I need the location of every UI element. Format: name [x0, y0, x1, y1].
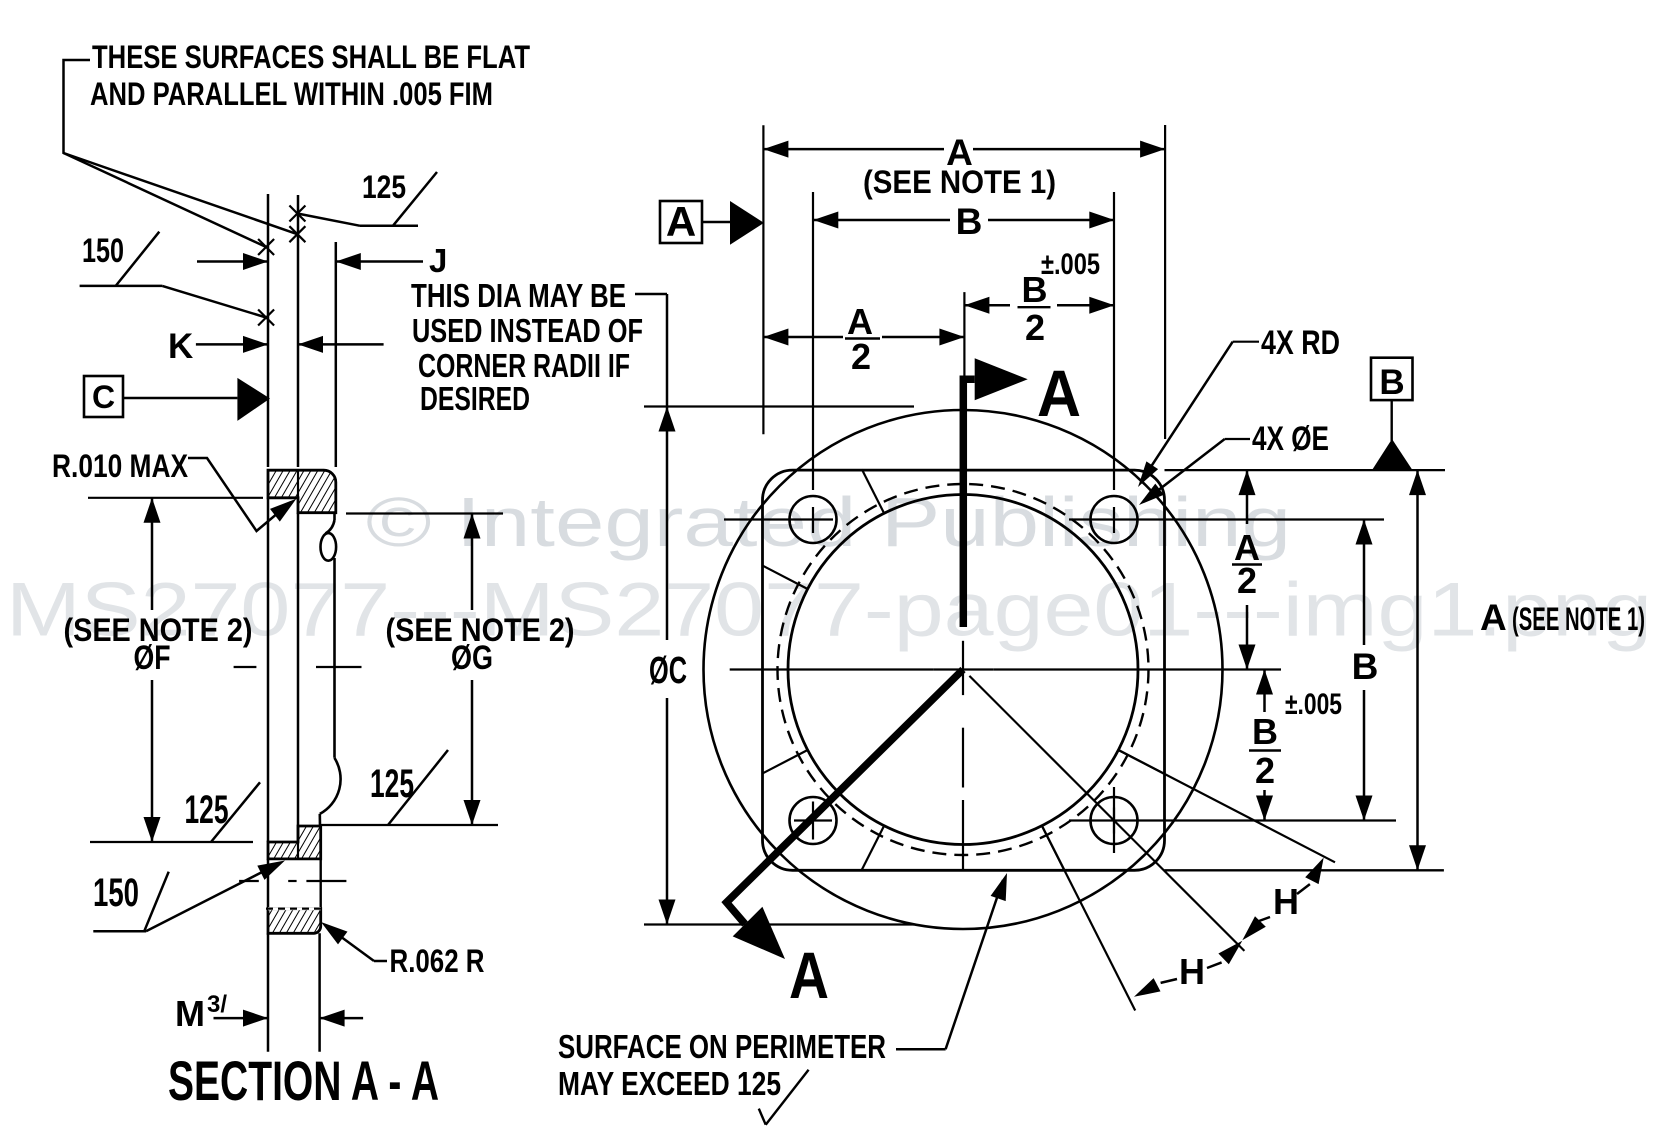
svg-text:125: 125: [362, 169, 406, 205]
svg-text:B: B: [1252, 711, 1278, 752]
svg-text:2: 2: [1237, 560, 1257, 601]
svg-text:±.005: ±.005: [1041, 248, 1100, 281]
svg-text:H: H: [1273, 881, 1299, 922]
svg-text:M: M: [175, 993, 205, 1034]
svg-text:2: 2: [1255, 750, 1275, 791]
svg-text:(SEE NOTE 1): (SEE NOTE 1): [1512, 601, 1645, 637]
svg-text:B: B: [1379, 363, 1404, 402]
svg-text:A: A: [789, 938, 829, 1012]
svg-text:B: B: [956, 201, 983, 242]
svg-text:4X RD: 4X RD: [1261, 324, 1340, 362]
svg-text:K: K: [168, 327, 193, 366]
svg-text:THESE SURFACES SHALL BE FLAT: THESE SURFACES SHALL BE FLAT: [92, 39, 530, 75]
svg-text:2: 2: [851, 336, 871, 377]
svg-text:DESIRED: DESIRED: [420, 380, 530, 417]
svg-text:ØF: ØF: [134, 639, 171, 677]
svg-text:R.062 R: R.062 R: [390, 943, 485, 979]
svg-text:THIS DIA MAY BE: THIS DIA MAY BE: [411, 277, 626, 314]
svg-text:125: 125: [185, 788, 229, 832]
svg-text:SURFACE ON PERIMETER: SURFACE ON PERIMETER: [558, 1028, 886, 1065]
svg-text:R.010 MAX: R.010 MAX: [52, 448, 189, 484]
svg-text:150: 150: [93, 871, 139, 915]
svg-text:ØG: ØG: [451, 639, 493, 677]
svg-text:A: A: [1480, 597, 1507, 638]
svg-text:CORNER RADII IF: CORNER RADII IF: [418, 347, 630, 384]
svg-text:AND PARALLEL WITHIN .005 FIM: AND PARALLEL WITHIN .005 FIM: [90, 76, 493, 112]
svg-text:ØC: ØC: [649, 650, 687, 692]
svg-text:4X ØE: 4X ØE: [1252, 420, 1329, 458]
svg-text:A: A: [666, 198, 696, 245]
svg-text:J: J: [429, 242, 447, 279]
svg-text:±.005: ±.005: [1285, 688, 1342, 721]
svg-text:3/: 3/: [207, 991, 227, 1018]
svg-text:A: A: [1037, 356, 1081, 430]
svg-text:150: 150: [82, 232, 124, 270]
svg-text:MS27077---MS27077-page01---img: MS27077---MS27077-page01---img1.png: [6, 568, 1652, 653]
svg-text:USED INSTEAD OF: USED INSTEAD OF: [412, 312, 643, 349]
svg-text:SECTION A - A: SECTION A - A: [168, 1049, 439, 1112]
svg-text:B: B: [1352, 646, 1379, 687]
svg-text:2: 2: [1025, 307, 1045, 348]
svg-text:MAY EXCEED 125: MAY EXCEED 125: [558, 1065, 781, 1102]
svg-text:(SEE NOTE 1): (SEE NOTE 1): [863, 164, 1056, 200]
svg-text:H: H: [1179, 951, 1205, 992]
svg-text:C: C: [92, 379, 115, 415]
